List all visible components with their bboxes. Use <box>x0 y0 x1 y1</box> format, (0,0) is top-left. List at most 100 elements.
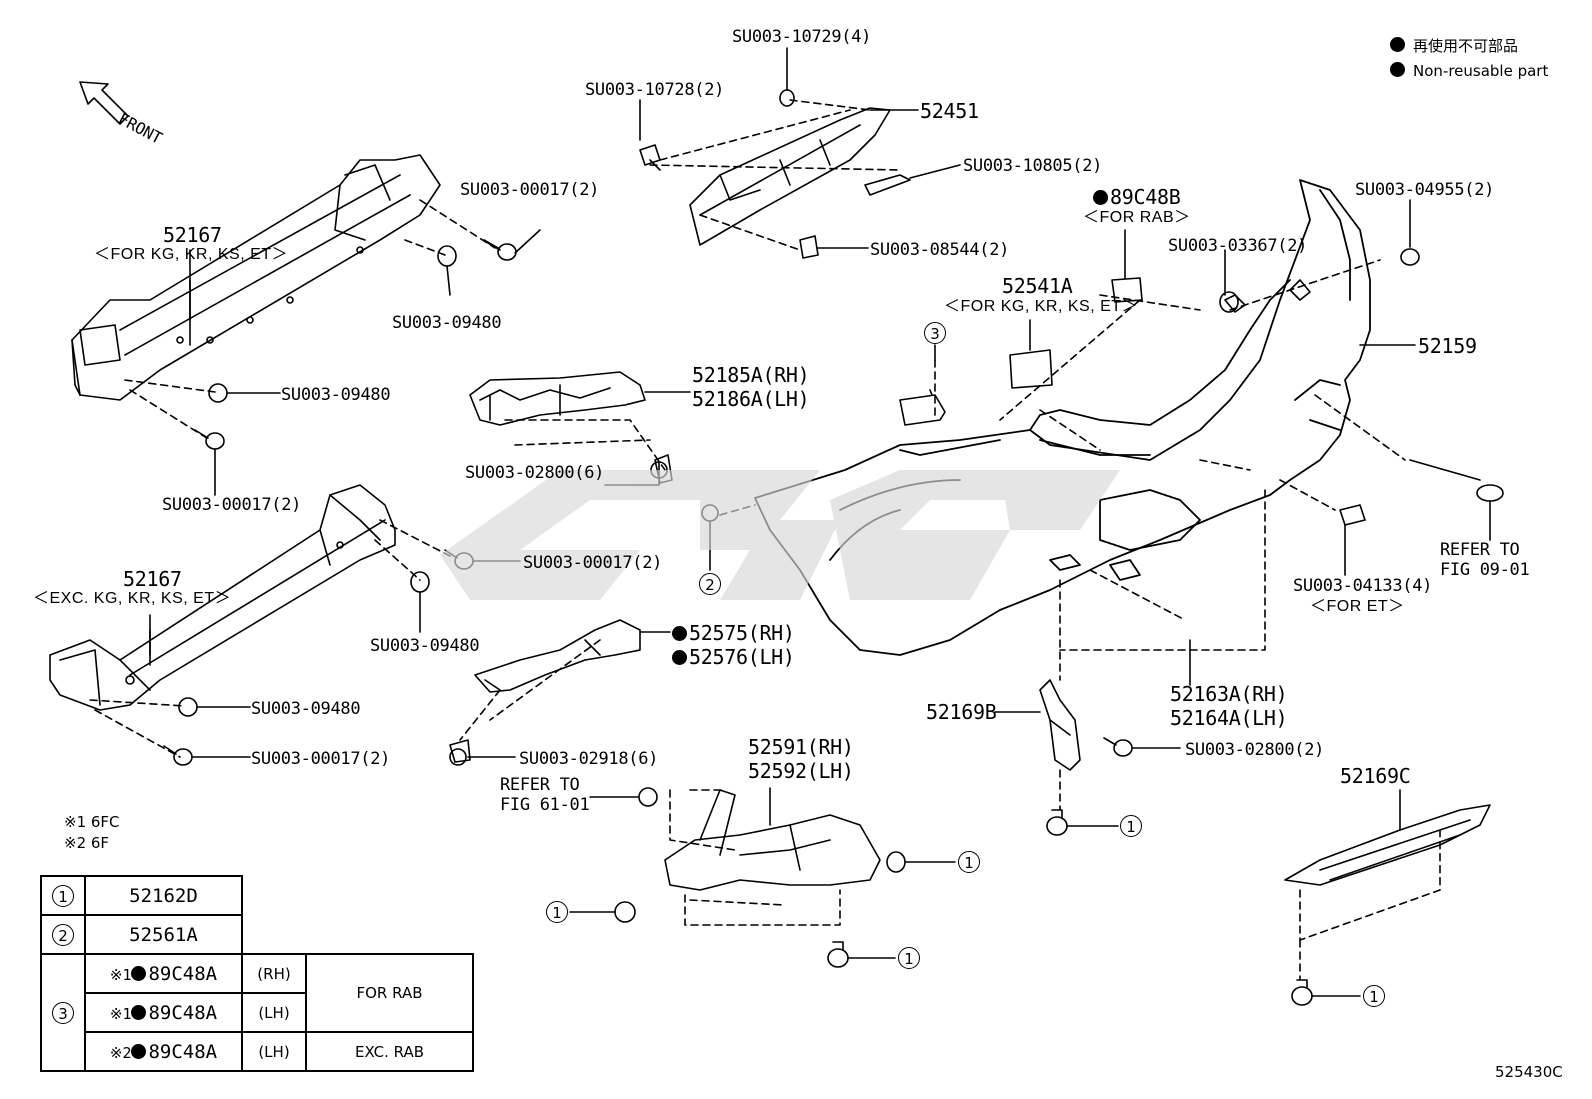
legend-en-text: Non-reusable part <box>1413 62 1549 80</box>
figure-code: 525430C <box>1495 1063 1563 1081</box>
part-52167-lower: 52167 <box>123 567 182 591</box>
note-mark: ※1 <box>109 1004 132 1023</box>
part-52167-upper-note: ＜FOR KG, KR, KS, ET＞ <box>94 246 289 263</box>
note-2: ※2 6F <box>64 834 110 852</box>
table-cell-side: (LH) <box>241 1031 307 1072</box>
part-89C48B: 89C48B <box>1093 185 1181 209</box>
table-row: 2 52561A <box>40 914 473 955</box>
table-cell-part: ※1 89C48A <box>84 992 243 1033</box>
part-number: 89C48A <box>148 1001 218 1024</box>
legend-item-jp: 再使用不可部品 <box>1390 34 1548 59</box>
label-su003-00017-top: SU003-00017(2) <box>460 180 600 200</box>
note-mark: ※2 <box>109 1043 132 1062</box>
table-cell-condition: EXC. RAB <box>305 1031 474 1072</box>
refer-fig-09-01-line1[interactable]: REFER TO <box>1440 540 1520 560</box>
table-row: ※1 89C48A (LH) <box>41 992 473 1033</box>
label-su003-10805: SU003-10805(2) <box>963 156 1103 176</box>
front-arrow-icon <box>79 81 129 125</box>
part-52575: 52575(RH) <box>672 622 795 644</box>
table-cell-part: 52561A <box>84 914 243 955</box>
part-89C48B-note: ＜FOR RAB＞ <box>1083 209 1191 226</box>
label-su003-02800-mid: SU003-02800(6) <box>465 463 605 483</box>
non-reusable-dot-icon <box>131 965 147 981</box>
table-row: ※2 89C48A (LH) EXC. RAB <box>41 1031 474 1072</box>
part-52576: 52576(LH) <box>672 646 795 668</box>
non-reusable-dot-icon <box>1390 62 1405 77</box>
ref-mark-1: 1 <box>52 884 74 907</box>
table-cell-condition: FOR RAB <box>305 953 474 1033</box>
non-reusable-dot-icon <box>131 1043 147 1059</box>
label-su003-04133: SU003-04133(4) <box>1293 576 1433 596</box>
refer-fig-61-01-line1[interactable]: REFER TO <box>500 775 580 795</box>
part-52169C: 52169C <box>1340 764 1411 788</box>
note-1: ※1 6FC <box>64 813 120 831</box>
ref-mark-2: 2 <box>52 923 74 946</box>
part-52451: 52451 <box>920 99 979 123</box>
part-52169B: 52169B <box>926 700 997 724</box>
legend: 再使用不可部品 Non-reusable part <box>1390 34 1548 84</box>
table-cell-num: 2 <box>40 914 86 955</box>
label-52541A <box>1009 349 1053 389</box>
label-su003-10728: SU003-10728(2) <box>585 80 725 100</box>
cover-52169C <box>1284 804 1491 886</box>
part-52164A: 52164A(LH) <box>1170 706 1288 730</box>
bracket-52169B <box>1039 679 1081 771</box>
part-52159: 52159 <box>1418 334 1477 358</box>
table-cell-num: 3 <box>40 953 86 1072</box>
legend-jp-text: 再使用不可部品 <box>1413 37 1519 55</box>
part-52186A: 52186A(LH) <box>692 387 810 411</box>
label-su003-09480-top: SU003-09480 <box>392 313 502 333</box>
label-su003-04955: SU003-04955(2) <box>1355 180 1495 200</box>
table-cell-side: (LH) <box>241 992 307 1033</box>
part-number: 89C48A <box>148 1040 218 1063</box>
table-cell-num: 1 <box>40 875 86 916</box>
label-su003-08544: SU003-08544(2) <box>870 240 1010 260</box>
label-su003-00017-mid: SU003-00017(2) <box>162 495 302 515</box>
non-reusable-dot-icon <box>1093 190 1108 205</box>
part-52592: 52592(LH) <box>748 759 854 783</box>
part-52167-lower-note: ＜EXC. KG, KR, KS, ET＞ <box>33 590 232 607</box>
table-cell-part: 52162D <box>84 875 243 916</box>
non-reusable-dot-icon <box>131 1004 147 1020</box>
label-su003-09480-low: SU003-09480 <box>370 636 480 656</box>
ref-mark-1: 1 <box>1120 815 1142 837</box>
duct-52591 <box>664 789 881 891</box>
bracket-52575 <box>474 619 641 693</box>
bracket-52451 <box>689 107 891 246</box>
part-52185A: 52185A(RH) <box>692 363 810 387</box>
table-row: 1 52162D <box>40 875 473 916</box>
part-52591: 52591(RH) <box>748 735 854 759</box>
non-reusable-dot-icon <box>1390 37 1405 52</box>
label-su003-03367: SU003-03367(2) <box>1168 236 1308 256</box>
part-89C48B-number: 89C48B <box>1110 185 1181 209</box>
side-bracket-52185 <box>469 371 646 426</box>
note-mark: ※1 <box>109 965 132 984</box>
reinforcement-upper <box>71 154 441 401</box>
refer-fig-09-01-line2[interactable]: FIG 09-01 <box>1440 560 1530 580</box>
watermark <box>440 470 1120 600</box>
part-number: 89C48A <box>148 962 218 985</box>
ref-mark-1: 1 <box>958 851 980 873</box>
label-su003-02918: SU003-02918(6) <box>519 749 659 769</box>
label-su003-00017-bot: SU003-00017(2) <box>251 749 391 769</box>
part-52163A: 52163A(RH) <box>1170 682 1288 706</box>
non-reusable-dot-icon <box>672 650 687 665</box>
label-su003-09480-bot: SU003-09480 <box>251 699 361 719</box>
label-su003-09480-mid: SU003-09480 <box>281 385 391 405</box>
table-cell-part: ※2 89C48A <box>84 1031 243 1072</box>
ref-mark-1: 1 <box>1363 985 1385 1007</box>
ref-mark-3: 3 <box>52 1001 74 1024</box>
table-cell-part: ※1 89C48A <box>84 953 243 994</box>
label-su003-00017-low: SU003-00017(2) <box>523 553 663 573</box>
ref-mark-1: 1 <box>546 901 568 923</box>
ref-mark-2: 2 <box>699 573 721 595</box>
part-52541A: 52541A <box>1002 274 1073 298</box>
non-reusable-dot-icon <box>672 626 687 641</box>
part-52575-number: 52575(RH) <box>689 621 795 645</box>
part-52167-upper: 52167 <box>163 223 222 247</box>
refer-fig-61-01-line2[interactable]: FIG 61-01 <box>500 795 590 815</box>
model-notes: ※1 6FC ※2 6F <box>64 812 120 854</box>
